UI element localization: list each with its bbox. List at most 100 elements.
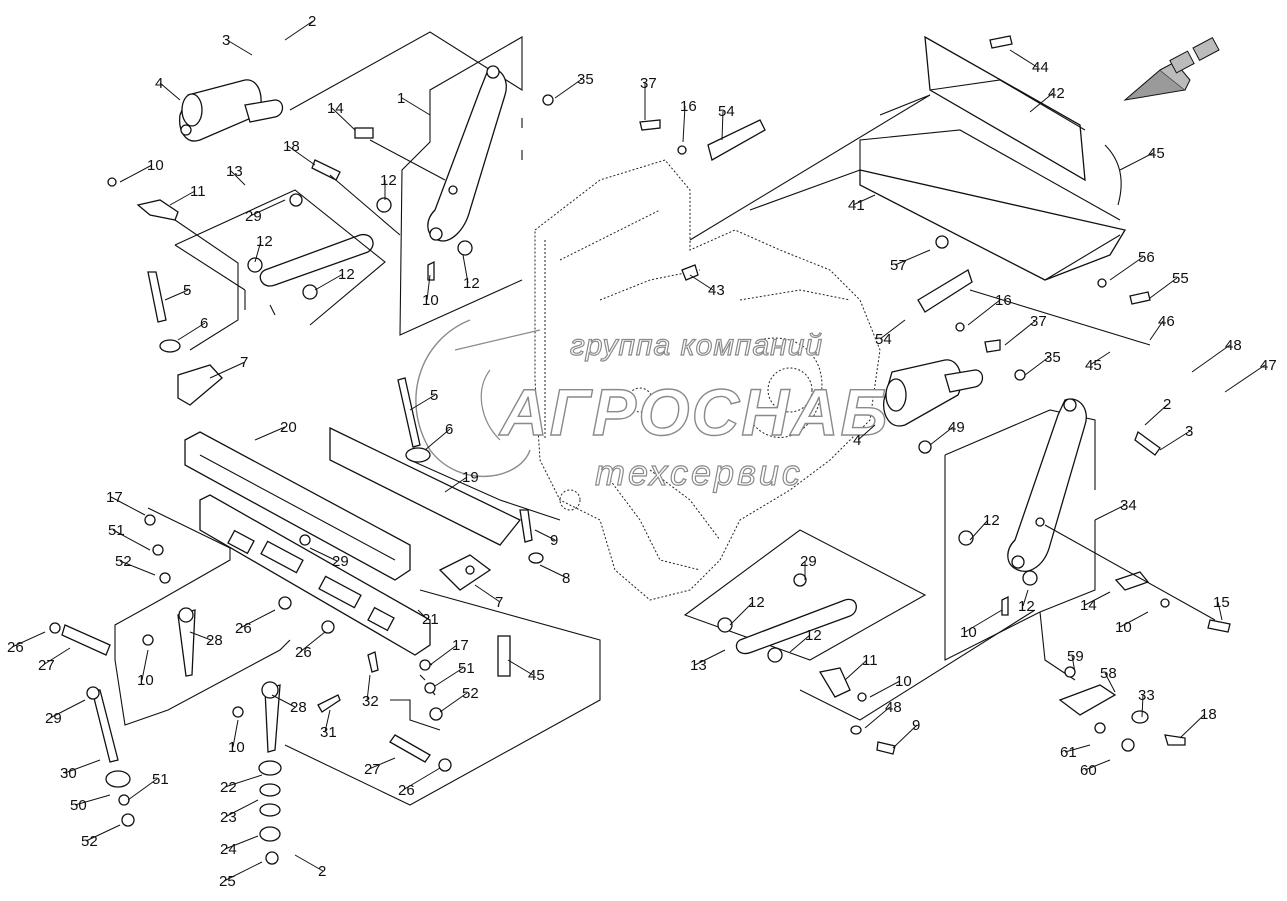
part-callout-9: 9 <box>550 532 558 549</box>
leader-line <box>331 107 356 131</box>
part-callout-11: 11 <box>862 652 878 669</box>
part-callout-13: 13 <box>226 163 243 180</box>
leader-line <box>169 190 196 206</box>
leader-line <box>1217 601 1223 621</box>
part-callout-3: 3 <box>222 32 230 49</box>
leader-line <box>462 254 469 284</box>
part-callout-26: 26 <box>7 639 24 656</box>
leader-line <box>507 659 534 676</box>
leader-line <box>230 170 246 186</box>
watermark-line3: техсервис <box>595 452 803 493</box>
leader-line <box>284 20 314 41</box>
part-callout-35: 35 <box>577 71 594 88</box>
part-callout-7: 7 <box>240 354 248 371</box>
leader-line <box>852 194 876 206</box>
part-callout-16: 16 <box>680 98 697 115</box>
lower-middle-parts <box>232 589 601 865</box>
part-callout-17: 17 <box>106 489 123 506</box>
part-callout-27: 27 <box>38 657 55 674</box>
leader-line <box>1009 49 1038 68</box>
leader-line <box>119 560 156 576</box>
leader-line <box>299 631 326 653</box>
part-callout-12: 12 <box>983 512 1000 529</box>
leader-line <box>1141 694 1144 718</box>
leader-line <box>401 97 431 116</box>
part-callout-60: 60 <box>1080 762 1097 779</box>
part-callout-37: 37 <box>1030 313 1047 330</box>
leader-line <box>324 709 331 733</box>
part-callout-29: 29 <box>45 710 62 727</box>
part-callout-26: 26 <box>295 644 312 661</box>
leader-line <box>1004 320 1036 346</box>
leader-line <box>1104 672 1116 693</box>
part-callout-9: 9 <box>912 717 920 734</box>
leader-line <box>11 631 46 648</box>
part-callout-51: 51 <box>108 522 125 539</box>
leader-line <box>1149 320 1164 341</box>
leader-line <box>969 519 989 541</box>
leader-line <box>74 794 111 806</box>
leader-line <box>426 274 431 301</box>
part-callout-12: 12 <box>338 266 355 283</box>
part-callout-10: 10 <box>895 673 912 690</box>
leader-line <box>1119 152 1154 171</box>
part-callout-12: 12 <box>748 594 765 611</box>
part-callout-11: 11 <box>190 183 206 200</box>
part-callout-35: 35 <box>1044 349 1061 366</box>
part-callout-48: 48 <box>885 699 902 716</box>
leader-line <box>254 426 286 441</box>
leader-line <box>417 609 428 620</box>
leader-line <box>892 724 918 749</box>
leader-line <box>869 680 901 698</box>
part-callout-10: 10 <box>137 672 154 689</box>
part-callout-10: 10 <box>147 157 164 174</box>
leader-line <box>1179 713 1206 739</box>
part-callout-7: 7 <box>495 594 503 611</box>
part-callout-49: 49 <box>948 419 965 436</box>
part-callout-24: 24 <box>220 841 237 858</box>
leader-line <box>314 273 344 291</box>
part-callout-51: 51 <box>152 771 169 788</box>
leader-line <box>729 601 754 626</box>
part-callout-48: 48 <box>1225 337 1242 354</box>
leader-line <box>879 319 906 340</box>
leader-line <box>894 249 931 266</box>
part-callout-8: 8 <box>562 570 570 587</box>
part-callout-12: 12 <box>463 275 480 292</box>
part-callout-6: 6 <box>200 315 208 332</box>
part-callout-18: 18 <box>283 138 300 155</box>
leader-line <box>1084 759 1111 771</box>
leader-line <box>232 719 239 748</box>
leader-line <box>1119 611 1149 628</box>
part-callout-29: 29 <box>800 553 817 570</box>
part-callout-26: 26 <box>235 620 252 637</box>
part-callout-59: 59 <box>1067 648 1084 665</box>
leader-line <box>689 274 714 291</box>
part-callout-25: 25 <box>219 873 236 890</box>
leader-line <box>110 496 146 516</box>
leader-line <box>444 476 468 493</box>
leader-line <box>474 584 501 603</box>
leader-line <box>844 659 868 681</box>
part-callout-4: 4 <box>853 432 861 449</box>
part-callout-10: 10 <box>1115 619 1132 636</box>
leader-line <box>789 634 811 653</box>
leader-line <box>402 767 441 791</box>
leader-line <box>539 564 568 579</box>
part-callout-28: 28 <box>206 632 223 649</box>
leader-line <box>164 289 189 301</box>
part-callout-23: 23 <box>220 809 237 826</box>
part-callout-17: 17 <box>452 637 469 654</box>
leader-line <box>694 649 726 666</box>
leader-line <box>224 835 259 850</box>
part-callout-14: 14 <box>1080 597 1097 614</box>
leader-line <box>429 644 458 666</box>
part-callout-28: 28 <box>290 699 307 716</box>
leader-line <box>294 854 324 872</box>
part-callout-46: 46 <box>1158 313 1175 330</box>
part-callout-20: 20 <box>280 419 297 436</box>
leader-line <box>409 394 436 411</box>
part-callout-10: 10 <box>228 739 245 756</box>
part-callout-44: 44 <box>1032 59 1049 76</box>
